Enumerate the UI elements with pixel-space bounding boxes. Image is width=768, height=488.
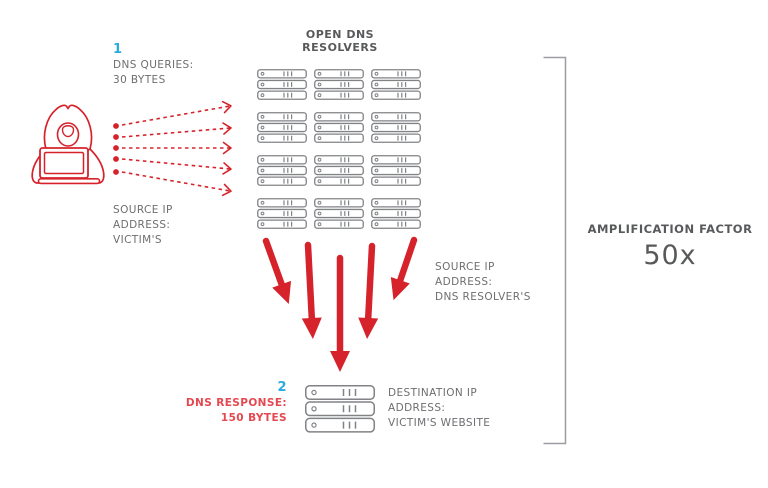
victim-server-icon xyxy=(305,417,375,433)
hacker-laptop-icon xyxy=(31,104,105,185)
dns-server-icon xyxy=(314,155,364,165)
dns-server-icon xyxy=(257,176,307,186)
dns-server-icon xyxy=(371,198,421,208)
dns-server-icon xyxy=(257,155,307,165)
dns-server-icon xyxy=(371,208,421,219)
step2-number: 2 xyxy=(277,380,287,395)
dns-server-icon xyxy=(314,176,364,186)
dns-server-icon xyxy=(371,133,421,143)
dns-server-icon xyxy=(371,79,421,90)
dns-server-icon xyxy=(257,79,307,90)
amplification-value: 50x xyxy=(643,240,697,271)
source-ip-victim-label: SOURCE IP ADDRESS: VICTIM'S xyxy=(113,204,173,246)
amplification-label: AMPLIFICATION FACTOR xyxy=(587,222,753,236)
victim-server-stack-icon xyxy=(305,385,375,433)
dns-server-icon xyxy=(371,122,421,133)
dns-server-icon xyxy=(314,69,364,79)
step1-label: DNS QUERIES: 30 BYTES xyxy=(113,59,194,86)
victim-server-icon xyxy=(305,401,375,417)
dns-server-icon xyxy=(257,198,307,208)
dns-server-icon xyxy=(371,155,421,165)
dns-server-icon xyxy=(371,112,421,122)
step1-number: 1 xyxy=(113,42,123,57)
victim-server-icon xyxy=(305,385,375,400)
dns-server-icon xyxy=(314,208,364,219)
dns-server-icon xyxy=(257,133,307,143)
dns-server-icon xyxy=(257,112,307,122)
dns-server-icon xyxy=(371,176,421,186)
dns-server-icon xyxy=(371,165,421,176)
source-ip-resolver-label: SOURCE IP ADDRESS: DNS RESOLVER'S xyxy=(435,261,531,303)
dns-server-icon xyxy=(371,69,421,79)
dns-server-icon xyxy=(314,219,364,229)
response-arrows xyxy=(262,236,418,372)
amplification-factor: AMPLIFICATION FACTOR 50x xyxy=(572,222,768,271)
dns-server-icon xyxy=(257,165,307,176)
query-dots xyxy=(113,123,119,175)
dns-server-icon xyxy=(314,198,364,208)
dns-server-icon xyxy=(371,219,421,229)
dns-server-icon xyxy=(257,219,307,229)
dns-server-icon xyxy=(314,90,364,100)
dns-server-icon xyxy=(314,133,364,143)
dns-server-icon xyxy=(371,90,421,100)
dns-server-icon xyxy=(257,90,307,100)
dns-server-icon xyxy=(314,122,364,133)
dns-server-icon xyxy=(314,165,364,176)
diagram-title: OPEN DNS RESOLVERS xyxy=(302,28,378,54)
dns-server-icon xyxy=(314,79,364,90)
resolver-grid xyxy=(257,69,421,229)
dns-server-icon xyxy=(257,122,307,133)
dns-server-icon xyxy=(257,208,307,219)
dns-server-icon xyxy=(257,69,307,79)
destination-label: DESTINATION IP ADDRESS: VICTIM'S WEBSITE xyxy=(388,387,491,429)
bracket xyxy=(543,56,567,445)
dns-server-icon xyxy=(314,112,364,122)
query-arrows xyxy=(121,100,232,197)
step2-label: DNS RESPONSE: 150 BYTES xyxy=(185,397,287,424)
